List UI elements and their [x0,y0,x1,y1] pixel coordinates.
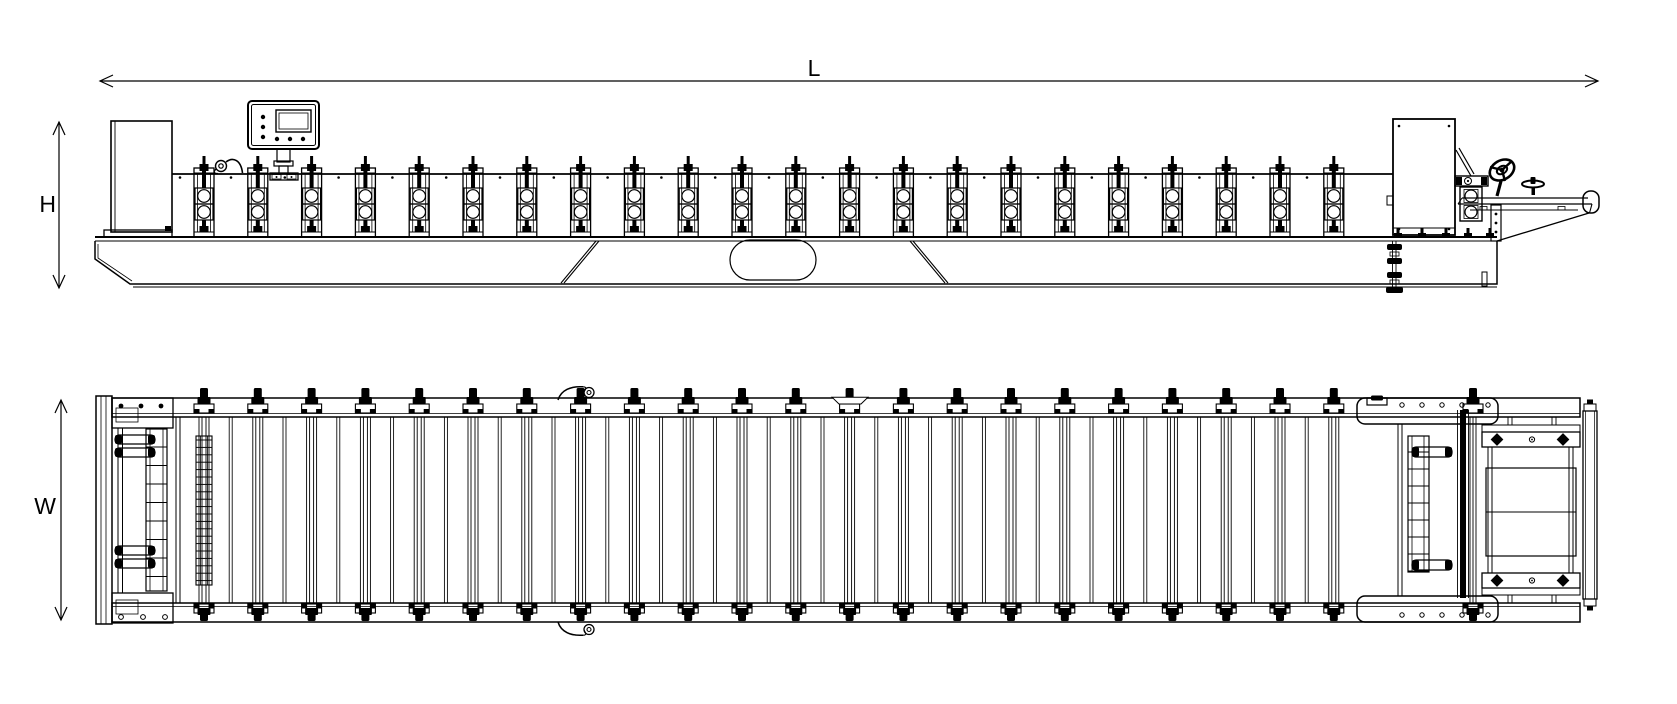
arrowhead-down [54,606,68,622]
outfeed-table-plan [1481,417,1581,603]
roller-station-side [1107,156,1130,238]
dimension-height: H [39,120,66,290]
tray-end-hook [1582,190,1600,214]
roller-station-plan [462,388,484,621]
roller-station-plan [946,388,968,621]
roller-station-plan [408,388,430,621]
roller-station-side [892,156,915,238]
roller-station-side [1161,156,1184,238]
roller-station-plan [354,388,376,621]
dimension-height-label: H [39,191,56,217]
roller-station-plan [1323,388,1345,621]
roller-station-side [731,156,753,238]
roller-station-plan [301,388,323,621]
roller-station-side [1269,156,1291,238]
base-opening [729,239,817,281]
roller-station-side [1000,156,1022,238]
roller-station-plan [677,388,699,621]
exit-guide-shaft [1462,388,1484,621]
entry-guide-assembly [111,397,181,624]
roller-station-side [946,156,968,238]
arrowhead-down [52,274,66,290]
base-slot [1481,271,1488,287]
roller-station-plan [247,388,269,621]
roller-station-plan [623,388,645,621]
roller-station-side [408,156,430,238]
arrowhead-up [54,398,68,414]
handwheel [1488,158,1516,197]
arrowhead-left [98,74,114,88]
handwheel-small [1521,177,1545,195]
roller-station-side [1323,156,1345,238]
roller-station-plan [1269,388,1291,621]
threaded-lead-shaft [195,435,213,586]
base-frame [94,236,1498,288]
roller-station-side [623,156,646,238]
roller-station-side [247,156,269,238]
top-plan-view [95,385,1598,637]
lifting-hook-bottom [557,621,595,637]
dimension-length-label: L [808,55,821,81]
cutter-housing [1386,118,1494,238]
roller-station-plan [731,388,753,621]
roller-station-side [838,156,861,238]
roller-station-side [1215,156,1237,238]
roller-station-plan [1161,388,1183,621]
roller-station-side [300,156,323,238]
lifting-hook-top [557,385,595,401]
roller-station-side [1054,156,1076,238]
roller-station-side [677,156,699,238]
roller-stations-side [193,156,1345,238]
roller-station-side [569,156,592,238]
roller-station-plan [892,388,914,621]
roller-station-side [516,156,538,238]
arrowhead-up [52,120,66,136]
roller-station-plan [193,388,215,621]
roller-station-plan [839,388,861,621]
left-cabinet [103,120,173,238]
exit-roller [1582,399,1598,611]
rail-notch [830,396,870,405]
roller-station-plan [1054,388,1076,621]
roller-station-plan [1000,388,1022,621]
adjusting-screw [1386,241,1403,293]
roller-station-side [785,156,807,238]
roller-station-side [193,156,215,238]
cutter-assembly-plan [1356,388,1499,623]
arrowhead-right [1584,74,1600,88]
roller-station-plan [1108,388,1130,621]
roller-station-side [462,156,484,238]
roller-station-plan [785,388,807,621]
roller-station-plan [516,388,538,621]
roller-station-plan [1215,388,1237,621]
dimension-width: W [34,398,68,622]
entry-hook [213,158,244,175]
outfeed-tray [1457,190,1600,242]
plan-frame [95,395,1581,625]
dimension-width-label: W [34,493,56,519]
dimension-length: L [98,55,1600,88]
roller-stations-plan [193,388,1345,621]
roller-station-plan [570,388,592,621]
control-panel [247,100,320,181]
side-elevation-view [94,100,1600,293]
roller-station-side [354,156,377,238]
